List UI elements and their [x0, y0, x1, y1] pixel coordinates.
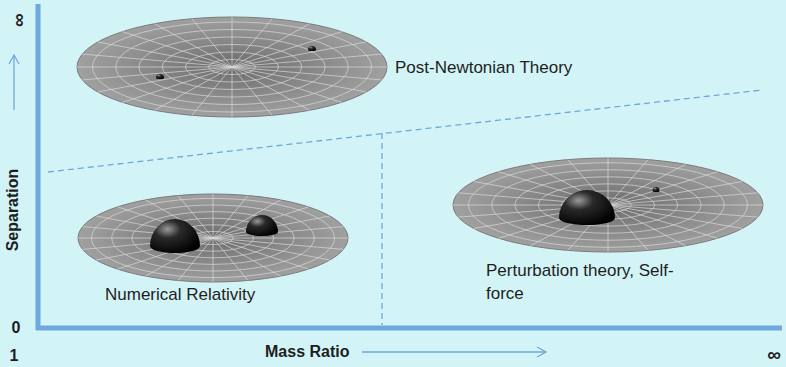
spacetime-sheet: [78, 194, 348, 282]
regime-boundary: [381, 133, 382, 325]
black-hole: [559, 190, 615, 225]
y-axis: [36, 4, 41, 330]
black-hole: [150, 219, 200, 253]
axis-limit: ∞: [11, 13, 30, 27]
black-hole: [156, 74, 164, 79]
spacetime-sheet: [453, 158, 763, 252]
region-label: Post-Newtonian Theory: [395, 58, 572, 78]
black-hole: [653, 187, 660, 192]
axis-arrow: [13, 56, 14, 110]
arrow-head: [9, 55, 19, 64]
axis-arrow: [362, 351, 545, 352]
regime-boundary: [48, 90, 762, 172]
axis-limit: ∞: [767, 345, 781, 364]
black-hole: [246, 215, 278, 236]
axis-tick: 1: [10, 348, 19, 364]
region-label: Numerical Relativity: [105, 285, 255, 305]
black-hole: [308, 46, 316, 51]
axis-title: Mass Ratio: [265, 343, 349, 361]
x-axis: [36, 326, 782, 331]
axis-tick: 0: [12, 320, 21, 336]
arrow-head: [537, 347, 546, 357]
spacetime-sheet: [77, 17, 387, 117]
axis-title: Separation: [5, 169, 21, 252]
region-label: Perturbation theory, Self-force: [486, 259, 686, 305]
